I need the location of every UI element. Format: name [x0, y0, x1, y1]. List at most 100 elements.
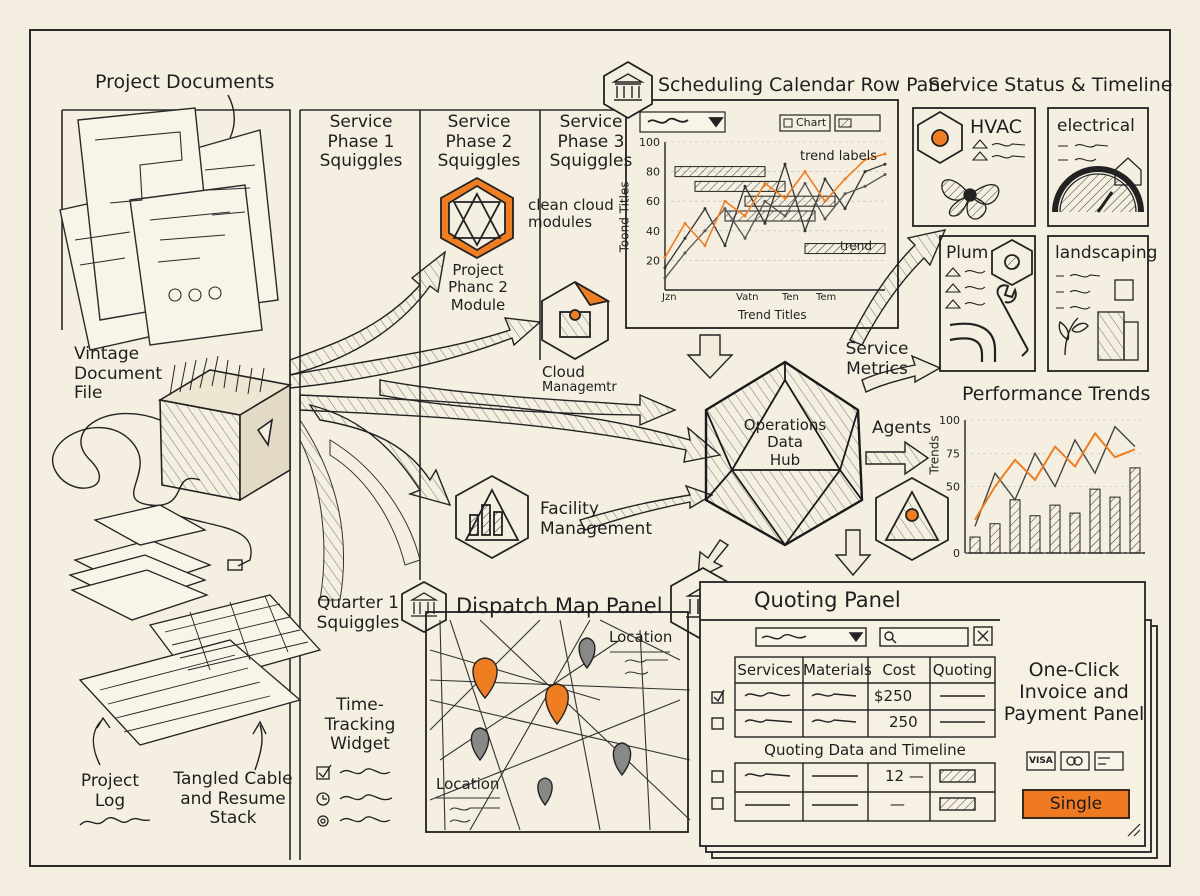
sched-point-0-9 [843, 207, 847, 211]
plum-icon [991, 238, 1033, 287]
bank-icon-top [603, 60, 653, 120]
sched-point-0-2 [703, 207, 707, 211]
sched-point-2-8 [823, 199, 827, 203]
service-card-lists [944, 139, 1109, 310]
quoting-row-2-cost: 250 [889, 713, 918, 731]
perf-bar-5 [1069, 512, 1081, 554]
quoting-subheader: Quoting Data and Timeline [764, 741, 966, 759]
visa-card[interactable]: VISA [1029, 756, 1053, 766]
hvac-icon [917, 110, 963, 165]
sched-point-0-4 [743, 184, 747, 188]
service-card-art [941, 157, 1144, 362]
facility-management-icon[interactable] [455, 474, 529, 560]
cloud-management-icon[interactable] [541, 280, 611, 361]
tangled-cable-label: Tangled Cable and Resume Stack [173, 769, 293, 829]
performance-y-label: Trends [927, 435, 942, 475]
dispatch-panel-frame [425, 611, 689, 833]
perf-series-0 [974, 425, 1136, 527]
sched-point-1-2 [703, 229, 707, 233]
perf-bar-0 [969, 536, 981, 554]
invoice-panel-title: One-Click Invoice and Payment Panel [1003, 659, 1145, 725]
facility-management-label: Facility Management [540, 499, 652, 539]
lower-flow-hatch [299, 418, 421, 601]
quoting-row-3-cost: 12 — [885, 767, 924, 785]
sched-point-2-4 [743, 214, 747, 218]
resume-stack-sketch [68, 504, 322, 746]
sched-point-1-7 [803, 181, 807, 185]
operations-hub[interactable] [704, 360, 864, 547]
quoting-header-quoting: Quoting [932, 661, 993, 679]
dispatch-panel-title: Dispatch Map Panel [456, 594, 663, 618]
sched-point-1-5 [763, 199, 767, 203]
project-documents-label: Project Documents [95, 71, 275, 93]
sched-point-0-1 [683, 236, 687, 240]
clean-cloud-label: clean cloud modules [528, 196, 614, 232]
perf-series-1 [974, 431, 1136, 521]
sched-ytick-3: 80 [646, 166, 660, 179]
sched-point-1-0 [663, 276, 667, 280]
quarter-1-label: Quarter 1 Squiggles [316, 593, 400, 633]
perf-ytick-1: 50 [946, 481, 960, 494]
sched-point-1-6 [783, 214, 787, 218]
perf-bar-1 [989, 523, 1001, 554]
quoting-table-grid [711, 656, 996, 822]
perf-bar-7 [1109, 496, 1121, 554]
perf-ytick-0: 0 [953, 547, 960, 560]
service-status-frames [912, 107, 1149, 372]
gantt-bar-0 [674, 166, 766, 178]
quoting-header-cost: Cost [882, 661, 916, 679]
gantt-bar-1 [694, 180, 786, 192]
sched-point-2-11 [883, 152, 887, 156]
agents-label: Agents [872, 418, 932, 438]
electrical-label: electrical [1057, 116, 1135, 136]
sched-series-0 [664, 162, 886, 269]
gantt-bar-2 [744, 195, 836, 207]
hvac-label: HVAC [970, 116, 1022, 138]
project-module-label: Project Phanc 2 Module [448, 261, 508, 314]
service-phase-2-label: Service Phase 2 Squiggles [437, 112, 521, 172]
perf-bar-4 [1049, 504, 1061, 554]
vintage-file-box-sketch [157, 355, 293, 502]
gantt-bar-3 [724, 210, 816, 222]
quoting-controls [755, 626, 993, 647]
left-column-frame [61, 109, 620, 860]
project-module-icon[interactable] [440, 176, 514, 260]
single-button[interactable]: Single [1022, 789, 1130, 819]
scheduling-x-axis-label: Trend Titles [738, 308, 807, 322]
invoice-cards [1026, 751, 1124, 771]
x-tick-2: Vatn [736, 292, 759, 303]
perf-bar-3 [1029, 515, 1041, 554]
sched-point-0-10 [863, 170, 867, 174]
dispatch-legend-squiggles [436, 651, 670, 823]
perf-ytick-3: 100 [939, 414, 960, 427]
chart-button[interactable]: Chart [796, 116, 827, 129]
sched-point-2-5 [763, 181, 767, 185]
performance-title: Performance Trends [962, 383, 1151, 405]
sched-point-0-11 [883, 162, 887, 166]
sched-point-0-6 [783, 162, 787, 166]
sched-point-2-1 [683, 221, 687, 225]
operations-hub-label: Operations Data Hub [743, 416, 827, 469]
dispatch-location-top: Location [609, 628, 673, 646]
perf-bar-2 [1009, 499, 1021, 554]
time-tracking-widget [316, 764, 393, 827]
x-tick-3: Ten [782, 292, 799, 303]
sched-point-2-2 [703, 244, 707, 248]
quoting-row-1-cost: $250 [874, 687, 913, 705]
pointer-arrows [79, 94, 267, 826]
scheduling-panel-frame [625, 99, 899, 329]
sched-series-1 [664, 174, 886, 279]
service-phase-3-label: Service Phase 3 Squiggles [549, 112, 633, 172]
x-tick-1: Jzn [662, 292, 677, 303]
sched-point-1-8 [823, 217, 827, 221]
module-icons [401, 60, 1096, 644]
dispatch-location-bottom: Location [436, 775, 500, 793]
sched-point-2-9 [843, 177, 847, 181]
resize-grip[interactable] [1127, 823, 1141, 837]
sched-ytick-0: 20 [646, 254, 660, 267]
sched-series-2 [664, 153, 886, 258]
sched-point-0-7 [803, 229, 807, 233]
sched-point-2-10 [863, 158, 867, 162]
sched-point-2-3 [723, 199, 727, 203]
